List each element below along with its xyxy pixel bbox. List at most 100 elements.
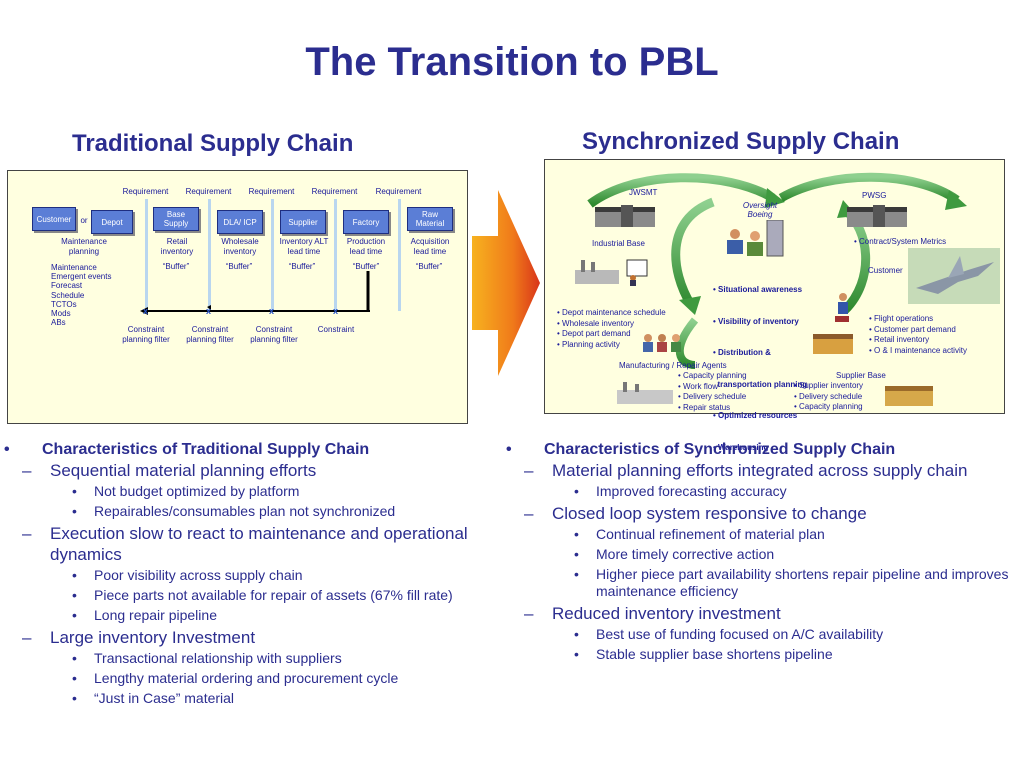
buffer-label: “Buffer” bbox=[415, 262, 443, 271]
list-item: • Visibility of inventory bbox=[713, 316, 799, 326]
customer-box: Customer bbox=[32, 207, 76, 231]
list-item: Repairables/consumables plan not synchro… bbox=[50, 503, 504, 520]
feedback-loop bbox=[140, 271, 370, 315]
building-icon bbox=[847, 205, 907, 227]
flow-line bbox=[398, 199, 401, 311]
contract-metrics-label: • Contract/System Metrics bbox=[854, 237, 947, 246]
requirement-label: Requirement bbox=[311, 187, 358, 196]
characteristics-heading: Characteristics of Traditional Supply Ch… bbox=[4, 441, 504, 707]
list-item: Piece parts not available for repair of … bbox=[50, 587, 504, 604]
traditional-subtitle: Traditional Supply Chain bbox=[72, 130, 354, 157]
list-item: • Wholesale inventory bbox=[557, 318, 635, 328]
transition-arrow bbox=[472, 190, 540, 376]
list-item: • Repair status bbox=[678, 402, 731, 412]
list-item: Sequential material planning efforts Not… bbox=[4, 460, 504, 520]
list-item: ABs bbox=[51, 318, 66, 328]
constraint-label: Constraint planning filter bbox=[186, 325, 234, 344]
list-item: • Situational awareness bbox=[713, 285, 803, 294]
list-item: • Depot part demand bbox=[557, 329, 631, 338]
requirement-label: Requirement bbox=[185, 187, 232, 196]
constraint-x: x bbox=[143, 306, 149, 316]
list-item: More timely corrective action bbox=[552, 546, 1022, 563]
buffer-label: “Buffer” bbox=[288, 262, 316, 271]
traditional-diagram: Requirement Requirement Requirement Requ… bbox=[7, 170, 468, 424]
list-item: Stable supplier base shortens pipeline bbox=[552, 646, 1022, 663]
list-item: • Customer part demand bbox=[869, 324, 956, 334]
list-item: • Capacity planning bbox=[678, 371, 747, 380]
list-item: Higher piece part availability shortens … bbox=[552, 566, 1022, 600]
constraint-x: x bbox=[269, 306, 275, 316]
maintenance-list: Maintenance Emergent events Forecast Sch… bbox=[51, 263, 111, 327]
store-icon bbox=[813, 334, 853, 354]
list-item: • Delivery schedule bbox=[678, 392, 747, 401]
dla-icp-box: DLA/ ICP bbox=[217, 210, 263, 234]
raw-material-box: Raw Material bbox=[407, 207, 453, 231]
supplier-box: Supplier bbox=[280, 210, 326, 234]
mfg-title: Manufacturing / Repair Agents bbox=[619, 361, 727, 370]
list-item: “Just in Case” material bbox=[50, 690, 504, 707]
mfg-bullets: • Capacity planning • Work flow • Delive… bbox=[678, 371, 747, 413]
constraint-label: Constraint planning filter bbox=[122, 325, 170, 344]
building-icon bbox=[595, 205, 655, 227]
factory-box: Factory bbox=[343, 210, 389, 234]
characteristics-heading: Characteristics of Synchronized Supply C… bbox=[506, 441, 1022, 663]
list-item: • Flight operations bbox=[869, 314, 934, 323]
pwsg-label: PWSG bbox=[862, 191, 887, 200]
flow-line bbox=[208, 199, 211, 311]
list-item: Improved forecasting accuracy bbox=[552, 483, 1022, 500]
list-item: • Supplier inventory bbox=[794, 381, 864, 390]
factory-icon bbox=[575, 260, 619, 284]
people-group-icon bbox=[643, 334, 681, 352]
list-item: • Optimized resources bbox=[713, 411, 798, 420]
traditional-characteristics: Characteristics of Traditional Supply Ch… bbox=[4, 441, 504, 710]
list-item: Poor visibility across supply chain bbox=[50, 567, 504, 584]
list-item: Schedule bbox=[51, 290, 85, 300]
depot-bullets: • Depot maintenance schedule • Wholesale… bbox=[557, 308, 666, 350]
page-title: The Transition to PBL bbox=[305, 40, 719, 84]
buffer-label: “Buffer” bbox=[162, 262, 190, 271]
list-item: • Work flow bbox=[678, 381, 718, 391]
synchronized-characteristics: Characteristics of Synchronized Supply C… bbox=[506, 441, 1022, 666]
or-label: or bbox=[80, 216, 88, 225]
flight-bullets: • Flight operations • Customer part dema… bbox=[869, 314, 967, 356]
list-item: • Depot maintenance schedule bbox=[557, 308, 666, 317]
base-supply-box: Base Supply bbox=[153, 207, 199, 231]
industrial-base-label: Industrial Base bbox=[592, 239, 645, 248]
requirement-label: Requirement bbox=[122, 187, 169, 196]
flow-line bbox=[334, 199, 337, 311]
flow-line bbox=[271, 199, 274, 311]
buffer-label: “Buffer” bbox=[225, 262, 253, 271]
constraint-x: x bbox=[206, 306, 212, 316]
list-item: Long repair pipeline bbox=[50, 607, 504, 624]
depot-box: Depot bbox=[91, 210, 133, 234]
list-item: Continual refinement of material plan bbox=[552, 526, 1022, 543]
list-item: • Delivery schedule bbox=[794, 391, 863, 401]
oversight-people-icon bbox=[727, 220, 784, 257]
buffer-label: “Buffer” bbox=[352, 262, 380, 271]
list-item: • Capacity planning bbox=[794, 402, 863, 411]
synchronized-diagram: JWSMT PWSG Oversight Boeing Industrial B… bbox=[544, 159, 1005, 452]
constraint-label: Constraint bbox=[317, 325, 355, 334]
supplier-base-label: Supplier Base bbox=[836, 371, 886, 380]
list-item: • Retail inventory bbox=[869, 335, 930, 344]
lead-label: Inventory ALT lead time bbox=[279, 237, 329, 256]
list-item: • Distribution & bbox=[713, 348, 771, 357]
manufacturing-icon bbox=[617, 382, 673, 404]
lead-label: Wholesale inventory bbox=[221, 237, 259, 256]
maintenance-planning-label: Maintenance planning bbox=[61, 237, 107, 256]
list-item: Best use of funding focused on A/C avail… bbox=[552, 626, 1022, 643]
list-item: Transactional relationship with supplier… bbox=[50, 650, 504, 667]
constraint-label: Constraint planning filter bbox=[250, 325, 298, 344]
worker-icon bbox=[835, 293, 849, 322]
presenter-icon bbox=[626, 259, 648, 286]
list-item: • O & I maintenance activity bbox=[869, 345, 967, 355]
synchronized-subtitle: Synchronized Supply Chain bbox=[582, 128, 900, 155]
lead-label: Production lead time bbox=[346, 237, 386, 256]
list-item: Reduced inventory investment Best use of… bbox=[506, 603, 1022, 663]
oversight-label: Oversight Boeing bbox=[742, 201, 778, 219]
list-item: Forecast bbox=[51, 281, 83, 291]
customer-label: Customer bbox=[868, 266, 903, 275]
list-item: Not budget optimized by platform bbox=[50, 483, 504, 500]
list-item: Large inventory Investment Transactional… bbox=[4, 627, 504, 707]
jet-icon bbox=[908, 248, 1000, 304]
